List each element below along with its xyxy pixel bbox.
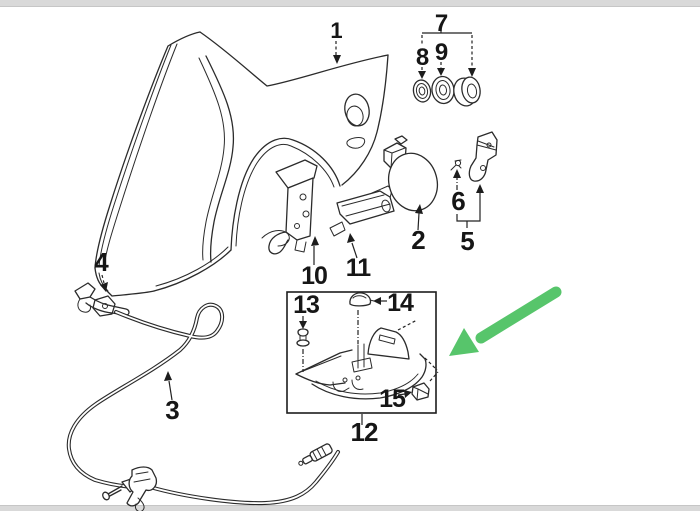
part-label-7: 7 — [435, 10, 448, 37]
part-label-15: 15 — [379, 385, 406, 413]
part-label-6: 6 — [451, 186, 465, 216]
hinge-bracket-illustration — [268, 159, 318, 255]
lock-bracket-illustration — [468, 131, 498, 182]
release-handle-illustration — [74, 282, 130, 317]
quarter-panel-illustration — [94, 31, 393, 297]
grommet-washers-illustration — [412, 75, 481, 107]
part-label-11: 11 — [346, 254, 372, 282]
part-label-2: 2 — [411, 225, 425, 255]
leader-lines — [100, 28, 484, 425]
detail-box — [286, 291, 437, 414]
part-label-12: 12 — [351, 417, 378, 447]
part-label-5: 5 — [460, 226, 474, 256]
top-edge-bar — [0, 0, 700, 7]
part-label-13: 13 — [293, 291, 319, 319]
part-label-4: 4 — [94, 247, 109, 277]
release-cable-illustration — [66, 302, 340, 506]
fuel-door-illustration — [383, 135, 439, 212]
bottom-edge-bar — [0, 505, 700, 511]
highlight-arrow-head — [449, 328, 479, 356]
part-label-10: 10 — [301, 262, 327, 290]
part-labels: 1 2 3 4 5 6 7 8 9 10 11 12 13 14 15 — [94, 10, 475, 447]
cable-end-fitting-illustration — [298, 443, 333, 466]
screw-illustration — [450, 159, 462, 171]
part-label-14: 14 — [387, 289, 414, 317]
part-label-9: 9 — [435, 39, 448, 66]
cable-latch-illustration — [102, 466, 158, 511]
part-label-1: 1 — [330, 18, 342, 43]
protector-assembly-illustration — [295, 292, 439, 401]
highlight-arrow — [449, 286, 562, 356]
part-label-3: 3 — [165, 395, 179, 425]
part-label-8: 8 — [416, 44, 429, 71]
highlight-arrow-shaft — [475, 286, 562, 344]
guide-bracket-illustration — [261, 190, 395, 247]
